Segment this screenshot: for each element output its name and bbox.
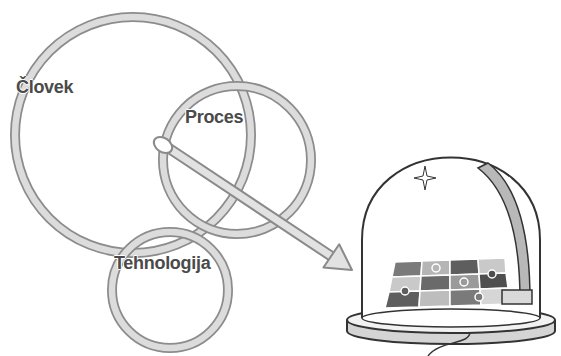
pointer-arrow [151,134,352,270]
puzzle [385,258,510,308]
node-label: Tehnologija [114,253,210,274]
ring-edge [163,86,311,234]
glass-dome [347,158,555,345]
ring-fill [112,232,228,348]
circle-node: Človek [7,9,259,261]
circle-outline [104,224,236,356]
node-label: Človek [16,77,73,98]
circle-outline [7,9,259,261]
circle-node: Proces [155,78,319,242]
mallet [478,163,532,304]
node-label: Proces [185,107,243,128]
sparkle [414,166,436,190]
ring-edge [15,17,251,253]
wire [428,332,470,356]
circle-outline [155,78,319,242]
circle-node: Tehnologija [104,224,236,356]
ring-fill [15,17,251,253]
ring-edge [112,232,228,348]
ring-fill [163,86,311,234]
